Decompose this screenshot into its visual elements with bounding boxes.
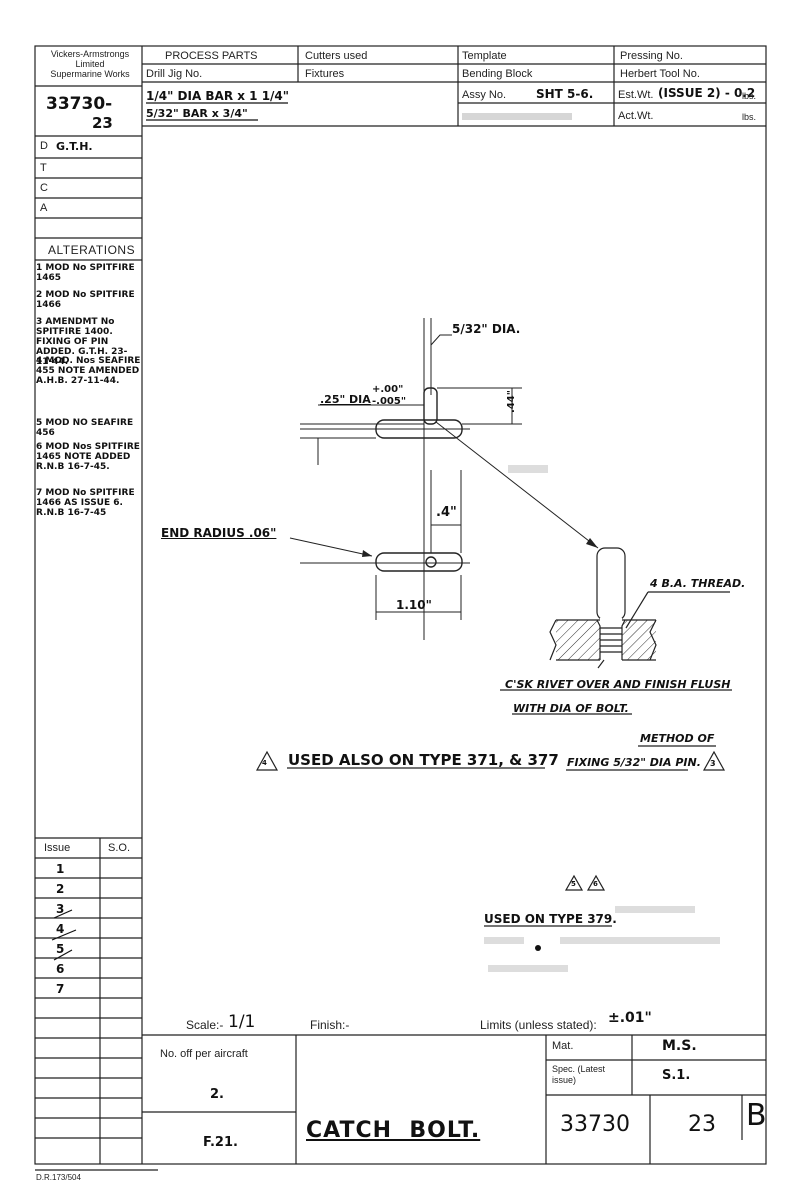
triangle-5-label: 5 (571, 880, 576, 888)
est-wt-value: (ISSUE 2) - 0.2 (658, 86, 756, 100)
f21-label: F.21. (203, 1135, 238, 1150)
mat-label: Mat. (552, 1040, 574, 1052)
part-suffix: 23 (688, 1112, 716, 1137)
assy-no-value: SHT 5-6. (536, 87, 594, 101)
company-line-2: Limited (75, 59, 105, 69)
est-wt-unit: lbs. (742, 91, 757, 101)
footer-code: D.R.173/504 (36, 1173, 81, 1182)
company-name: Vickers-Armstrongs Limited Supermarine W… (38, 49, 142, 79)
material-line-2: 5/32" BAR x 3/4" (146, 107, 248, 120)
limits-label: Limits (unless stated): (480, 1018, 597, 1032)
pin-detail (596, 547, 626, 621)
issue-letter: B (746, 1098, 767, 1133)
process-parts-label: PROCESS PARTS (165, 50, 258, 62)
dia-label: 5/32" DIA. (452, 322, 521, 336)
est-wt-label: Est.Wt. (618, 89, 654, 101)
fixtures-label: Fixtures (305, 68, 345, 80)
scale-value: 1/1 (228, 1012, 256, 1032)
issue-2: 2 (56, 882, 65, 896)
issue-6: 6 (56, 962, 65, 976)
company-line-1: Vickers-Armstrongs (50, 49, 130, 59)
alteration-5: 5 MOD NO SEAFIRE 456 (36, 418, 134, 438)
so-header: S.O. (108, 842, 131, 854)
limits-value: ±.01" (608, 1010, 652, 1026)
alteration-6: 6 MOD Nos SPITFIRE 1465 NOTE ADDED R.N.B… (36, 442, 140, 472)
spec-label: Spec. (Latest issue) (552, 1064, 606, 1085)
end-radius-label: END RADIUS .06" (161, 526, 277, 540)
issue-4: 4 (56, 922, 65, 936)
drill-jig-label: Drill Jig No. (146, 68, 203, 80)
pressing-no-label: Pressing No. (620, 50, 683, 62)
pin-upper (423, 387, 438, 425)
rivet-note-1: C'SK RIVET OVER AND FINISH FLUSH (505, 678, 731, 691)
sign-a-label: A (40, 202, 48, 214)
no-off-value: 2. (210, 1087, 224, 1102)
issue-7: 7 (56, 982, 65, 996)
mat-value: M.S. (662, 1038, 697, 1054)
sign-t-label: T (40, 162, 47, 174)
thread-label: 4 B.A. THREAD. (650, 577, 746, 590)
length-dimension: 1.10" (396, 598, 432, 612)
sign-d-label: D (40, 140, 48, 152)
tolerance-plus: +.00" (372, 384, 404, 395)
used-also-note: USED ALSO ON TYPE 371, & 377 (288, 751, 559, 769)
finish-label: Finish:- (310, 1018, 350, 1032)
part-title: CATCH BOLT. (306, 1118, 481, 1143)
alteration-7: 7 MOD No SPITFIRE 1466 AS ISSUE 6. R.N.B… (36, 488, 135, 518)
assy-no-label: Assy No. (462, 89, 507, 101)
bore-label: .25" DIA (320, 393, 371, 406)
sign-c-label: C (40, 182, 48, 194)
drawing-number: 33730- (46, 94, 113, 114)
issue-header: Issue (44, 842, 71, 854)
part-number: 33730 (560, 1112, 630, 1137)
issue-5: 5 (56, 942, 65, 956)
triangle-6-label: 6 (593, 880, 598, 888)
material-line-1: 1/4" DIA BAR x 1 1/4" (146, 89, 290, 103)
act-wt-unit: lbs. (742, 112, 757, 122)
method-note-1: METHOD OF (640, 732, 715, 745)
issue-3: 3 (56, 902, 65, 916)
alteration-4: 4 MOD. Nos SEAFIRE 455 NOTE AMENDED A.H.… (36, 356, 141, 386)
triangle-4-label: 4 (262, 759, 267, 767)
herbert-tool-label: Herbert Tool No. (620, 68, 700, 80)
height-dimension: .44" (505, 390, 517, 413)
company-line-3: Supermarine Works (50, 69, 130, 79)
template-label: Template (462, 50, 507, 62)
alteration-2: 2 MOD No SPITFIRE 1466 (36, 290, 135, 310)
cutters-used-label: Cutters used (305, 50, 368, 62)
alterations-title: ALTERATIONS (48, 243, 136, 257)
sign-d-value: G.T.H. (56, 140, 93, 153)
rivet-note-2: WITH DIA OF BOLT. (513, 702, 629, 715)
alteration-3: 3 AMENDMT No SPITFIRE 1400. FIXING OF PI… (36, 317, 128, 367)
drawing-sub-number: 23 (92, 114, 113, 132)
act-wt-label: Act.Wt. (618, 110, 654, 122)
no-off-label: No. off per aircraft (160, 1048, 248, 1060)
bolt-lower (375, 552, 463, 572)
issue-1: 1 (56, 862, 65, 876)
width-dimension: .4" (436, 505, 457, 520)
method-note-2: FIXING 5/32" DIA PIN. (567, 756, 701, 769)
spec-value: S.1. (662, 1068, 691, 1083)
pin-hole (425, 556, 437, 568)
alteration-1: 1 MOD No SPITFIRE 1465 (36, 263, 135, 283)
triangle-3-label: 3 (710, 759, 716, 768)
tolerance-minus: -.005" (372, 396, 407, 407)
scale-label: Scale:- (186, 1018, 224, 1032)
used-on-379-note: USED ON TYPE 379. (484, 912, 617, 926)
outer-frame (34, 45, 767, 1165)
bending-block-label: Bending Block (462, 68, 533, 80)
